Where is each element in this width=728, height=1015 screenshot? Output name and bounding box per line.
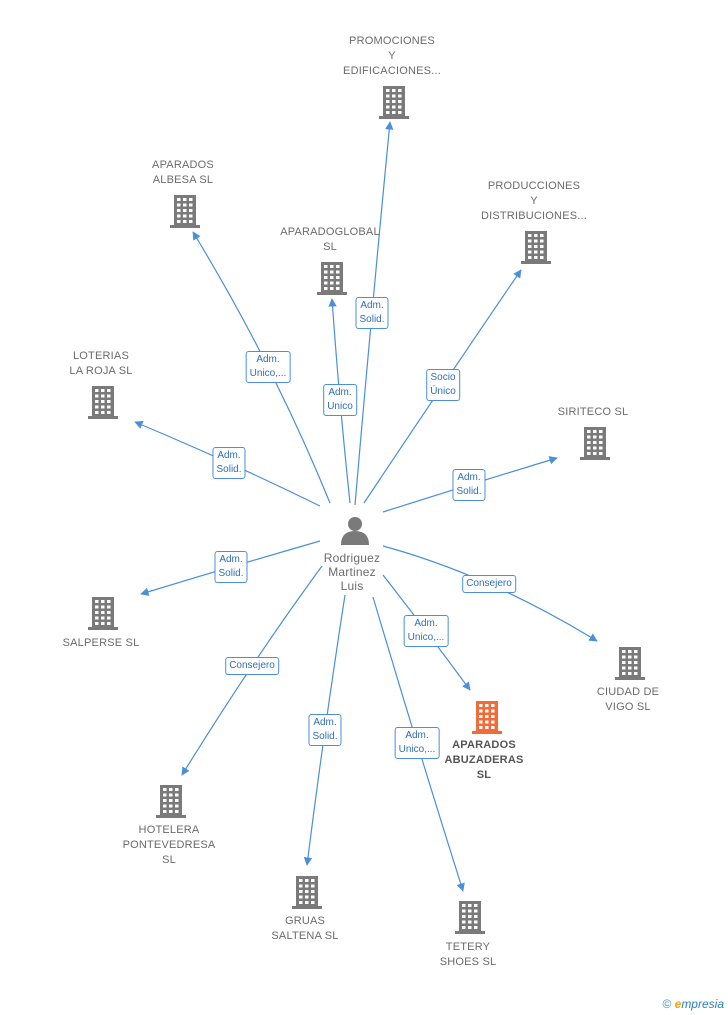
building-icon [615,647,645,680]
company-label-aparados-abuzaderas[interactable]: APARADOS ABUZADERAS SL [444,739,524,781]
edge-label-aparados-albesa[interactable]: Adm. Unico,... [245,351,291,383]
edge-label-gruas[interactable]: Adm. Solid. [308,714,342,746]
brand-logo-e: e [674,997,682,1011]
company-label-ciudad-vigo[interactable]: CIUDAD DE VIGO SL [596,686,660,713]
edge-label-aparadoglobal[interactable]: Adm. Unico [323,384,357,416]
edge-label-producciones[interactable]: Socio Único [426,369,460,401]
company-label-aparados-albesa[interactable]: APARADOS ALBESA SL [152,159,214,186]
company-label-promociones[interactable]: PROMOCIONES Y EDIFICACIONES... [343,35,441,77]
person-icon [341,517,369,545]
copyright-icon: © [662,997,672,1011]
building-icon [88,386,118,419]
brand-name: mpresia [681,997,724,1011]
company-label-gruas[interactable]: GRUAS SALTENA SL [271,915,339,942]
center-person-name[interactable]: Rodriguez Martinez Luis [323,551,381,593]
edge-label-siriteco[interactable]: Adm. Solid. [452,469,486,501]
company-label-siriteco[interactable]: SIRITECO SL [557,406,629,418]
building-icon [156,785,186,818]
building-icon [292,876,322,909]
company-label-hotelera[interactable]: HOTELERA PONTEVEDRESA SL [122,824,216,866]
building-icon [88,597,118,630]
company-label-producciones[interactable]: PRODUCCIONES Y DISTRIBUCIONES... [480,180,588,222]
building-icon [472,701,502,734]
edge-label-loterias[interactable]: Adm. Solid. [212,447,246,479]
edge-label-tetery[interactable]: Adm. Unico,... [394,727,440,759]
edge-label-ciudad-vigo[interactable]: Consejero [462,575,516,593]
edge-label-hotelera[interactable]: Consejero [225,657,279,675]
company-label-tetery[interactable]: TETERY SHOES SL [439,941,497,968]
edge-label-promociones[interactable]: Adm. Solid. [355,297,389,329]
building-icon [521,231,551,264]
company-label-salperse[interactable]: SALPERSE SL [62,637,140,649]
building-icon [455,901,485,934]
building-icon [317,262,347,295]
edge-label-salperse[interactable]: Adm. Solid. [214,551,248,583]
brand-watermark: © empresia [662,997,724,1011]
building-icon [379,86,409,119]
edge-label-aparados-abuzaderas[interactable]: Adm. Unico,... [403,615,449,647]
building-icon [170,195,200,228]
company-label-aparadoglobal[interactable]: APARADOGLOBAL SL [280,226,380,253]
building-icon [580,427,610,460]
company-label-loterias[interactable]: LOTERIAS LA ROJA SL [69,350,133,377]
